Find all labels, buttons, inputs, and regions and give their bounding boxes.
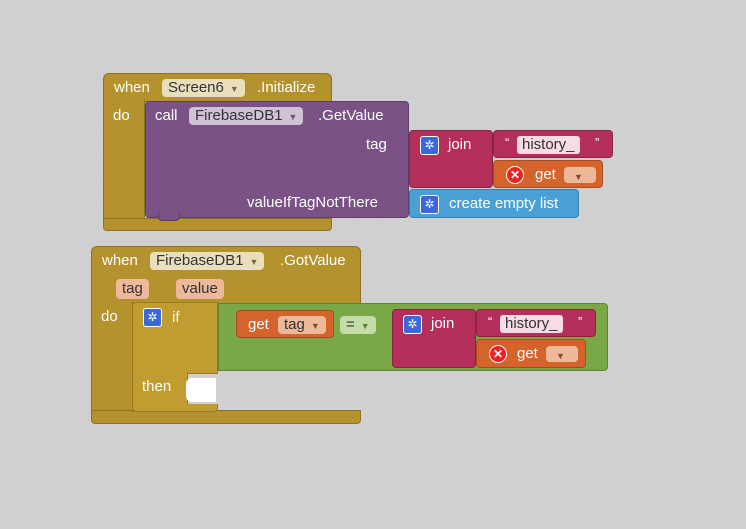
variable-dropdown[interactable]: ▼ (564, 167, 596, 183)
get-label: get (535, 166, 556, 183)
get-label: get (517, 345, 538, 362)
mutator-gear-icon[interactable]: ✲ (403, 315, 422, 334)
call-label: call (155, 107, 178, 124)
create-empty-list-label: create empty list (449, 195, 559, 212)
event-name: .GotValue (280, 252, 346, 269)
param-tag[interactable]: tag (116, 279, 149, 299)
call-block-notch (158, 212, 180, 221)
if-label: if (172, 309, 180, 326)
error-icon: ✕ (489, 345, 507, 363)
firebase-component-dropdown[interactable]: FirebaseDB1 ▼ (189, 107, 304, 125)
variable-dropdown-value: tag (284, 316, 305, 333)
event-body-left[interactable] (91, 302, 133, 414)
open-quote: “ (505, 135, 510, 150)
operator-dropdown[interactable]: =▼ (340, 316, 376, 334)
when-label: when (102, 252, 138, 269)
value-if-tag-not-there-label: valueIfTagNotThere (247, 194, 378, 211)
firebase-component-value: FirebaseDB1 (195, 107, 283, 124)
firebase-component-dropdown[interactable]: FirebaseDB1 ▼ (150, 252, 265, 270)
if-block-bottom (132, 404, 218, 412)
method-name: .GetValue (318, 107, 384, 124)
chevron-down-icon: ▼ (229, 84, 239, 94)
param-value[interactable]: value (176, 279, 224, 299)
do-label: do (101, 308, 118, 325)
event-name: .Initialize (257, 79, 316, 96)
chevron-down-icon: ▼ (288, 112, 298, 122)
tag-socket-label: tag (366, 136, 387, 153)
operator-value: = (346, 316, 355, 333)
string-value-field[interactable]: history_ (517, 136, 580, 154)
screen-dropdown[interactable]: Screen6 ▼ (162, 79, 245, 97)
chevron-down-icon: ▼ (574, 172, 583, 182)
chevron-down-icon: ▼ (249, 257, 259, 267)
chevron-down-icon: ▼ (310, 321, 320, 331)
join-label: join (431, 315, 455, 332)
variable-dropdown[interactable]: ▼ (546, 346, 578, 362)
mutator-gear-icon[interactable]: ✲ (143, 308, 162, 327)
then-statement-slot[interactable] (186, 378, 216, 402)
then-label: then (142, 378, 172, 395)
screen-dropdown-value: Screen6 (168, 79, 224, 96)
event-body-left[interactable] (103, 100, 145, 222)
string-value-field[interactable]: history_ (500, 315, 563, 333)
when-label: when (114, 79, 150, 96)
get-label: get (248, 316, 269, 333)
variable-dropdown[interactable]: tag ▼ (278, 316, 326, 334)
mutator-gear-icon[interactable]: ✲ (420, 195, 439, 214)
error-icon: ✕ (506, 166, 524, 184)
open-quote: “ (488, 314, 493, 329)
chevron-down-icon: ▼ (556, 351, 565, 361)
close-quote: ” (595, 135, 600, 150)
event-footer[interactable] (103, 218, 332, 231)
chevron-down-icon: ▼ (360, 321, 370, 331)
do-label: do (113, 107, 130, 124)
mutator-gear-icon[interactable]: ✲ (420, 136, 439, 155)
firebase-component-value: FirebaseDB1 (156, 252, 244, 269)
event-footer[interactable] (91, 410, 361, 424)
close-quote: ” (578, 314, 583, 329)
join-label: join (448, 136, 472, 153)
